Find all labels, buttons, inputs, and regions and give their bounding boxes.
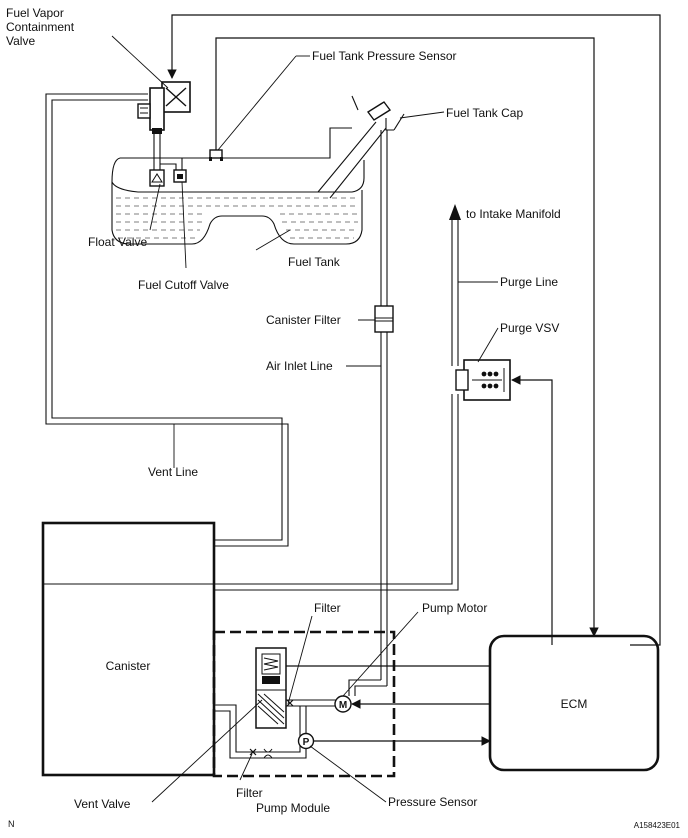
canister-to-pump-pipes bbox=[214, 704, 307, 759]
pressure-sensor: P bbox=[297, 732, 315, 750]
float-valve bbox=[149, 169, 165, 187]
canister-filter bbox=[374, 305, 394, 333]
air-inlet-line bbox=[348, 130, 388, 696]
label-pump-module: Pump Module bbox=[256, 801, 330, 815]
pump-module-boundary bbox=[212, 630, 396, 778]
label-fuel-tank-pressure-sensor: Fuel Tank Pressure Sensor bbox=[312, 49, 457, 63]
fuel-tank-cap bbox=[351, 95, 405, 131]
label-vent-valve: Vent Valve bbox=[74, 797, 131, 811]
label-canister: Canister bbox=[106, 659, 151, 673]
vent-valve bbox=[255, 647, 287, 729]
figure-code: A158423E01 bbox=[634, 821, 681, 830]
pressure-sensor-symbol: P bbox=[303, 737, 310, 748]
label-fuel-cutoff-valve: Fuel Cutoff Valve bbox=[138, 278, 229, 292]
ecm-wire-to-purge-vsv bbox=[511, 375, 553, 645]
label-to-intake-manifold: to Intake Manifold bbox=[466, 207, 561, 221]
valve-to-tank-pipes bbox=[153, 134, 183, 172]
label-air-inlet-line: Air Inlet Line bbox=[266, 359, 333, 373]
label-purge-line: Purge Line bbox=[500, 275, 558, 289]
vent-line bbox=[45, 93, 289, 547]
label-vent-line: Vent Line bbox=[148, 465, 198, 479]
ecm-pump-signals bbox=[286, 665, 491, 746]
label-pressure-sensor: Pressure Sensor bbox=[388, 795, 477, 809]
fuel-tank bbox=[111, 121, 387, 245]
ecm-box bbox=[488, 634, 660, 772]
canister bbox=[41, 521, 216, 777]
pump-motor-symbol: M bbox=[339, 700, 347, 711]
ecm-wire-from-pressure-sensor bbox=[215, 37, 599, 637]
label-purge-vsv: Purge VSV bbox=[500, 321, 559, 335]
label-pump-motor: Pump Motor bbox=[422, 601, 487, 615]
fuel-tank-pressure-sensor bbox=[209, 149, 223, 161]
purge-line bbox=[214, 204, 461, 591]
label-float-valve: Float Valve bbox=[88, 235, 147, 249]
filter-top-symbol bbox=[286, 699, 294, 707]
label-fuel-tank-cap: Fuel Tank Cap bbox=[446, 106, 523, 120]
pump-internal-pipes bbox=[286, 699, 340, 736]
leader-lines bbox=[111, 35, 499, 803]
corner-letter: N bbox=[8, 819, 15, 829]
fuel-cutoff-valve bbox=[173, 169, 187, 183]
filter-bottom-symbol bbox=[249, 748, 273, 759]
label-filter-bottom: Filter bbox=[236, 786, 263, 800]
label-canister-filter: Canister Filter bbox=[266, 313, 341, 327]
purge-vsv bbox=[455, 359, 511, 401]
ecm-wire-to-fvcv bbox=[167, 14, 661, 646]
label-fuel-tank: Fuel Tank bbox=[288, 255, 341, 269]
label-ecm: ECM bbox=[561, 697, 588, 711]
fuel-vapor-containment-valve bbox=[137, 81, 191, 134]
label-fuel-vapor-containment-valve: Fuel Vapor Containment Valve bbox=[6, 6, 77, 48]
pump-motor: M bbox=[334, 695, 352, 713]
label-filter-top: Filter bbox=[314, 601, 341, 615]
